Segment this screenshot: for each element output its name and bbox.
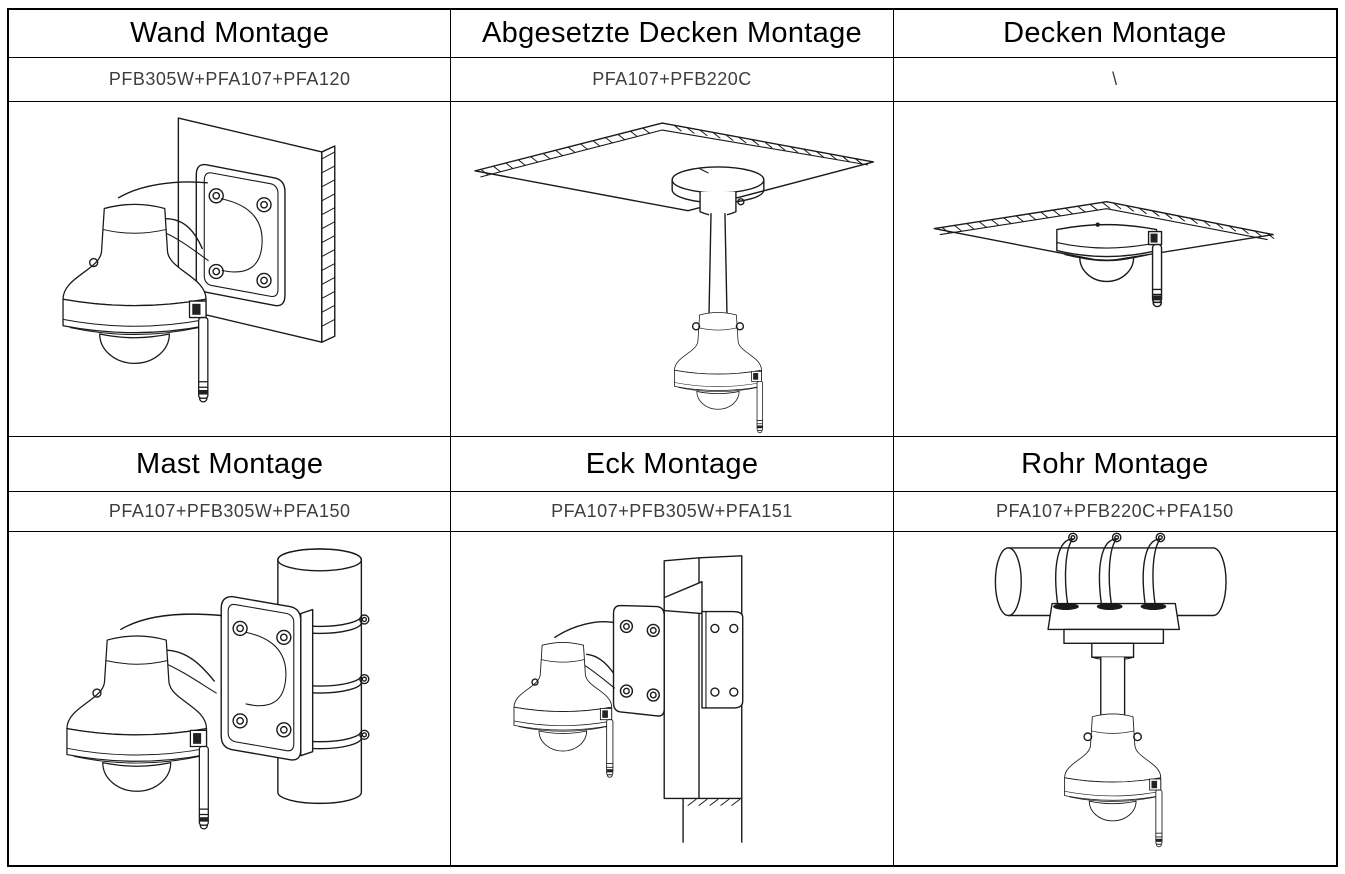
- plate-depth-edge: [300, 608, 314, 757]
- camera-base: [1055, 223, 1157, 258]
- camera-dome: [1078, 256, 1134, 283]
- mount-parts-corner: PFA107+PFB305W+PFA151: [451, 492, 894, 532]
- coupler-screw-left: [1083, 732, 1092, 742]
- mount-parts-mast: PFA107+PFB305W+PFA150: [9, 492, 452, 532]
- mounting-plate: [220, 595, 314, 761]
- bell-screw: [531, 678, 539, 686]
- coupler-screw-right: [736, 322, 745, 331]
- corner-bracket: [663, 581, 744, 709]
- floor-hatching: [687, 798, 741, 806]
- pendant-ceiling-mount-diagram: [474, 122, 875, 434]
- mounting-plate: [613, 604, 666, 717]
- dome-camera: [674, 312, 764, 434]
- mount-parts-pipe: PFA107+PFB220C+PFA150: [893, 492, 1336, 532]
- mount-title-corner: Eck Montage: [451, 437, 894, 492]
- mounting-options-table: Wand Montage Abgesetzte Decken Montage D…: [7, 8, 1338, 867]
- pole-mount-diagram: [66, 548, 370, 830]
- mount-title-wall: Wand Montage: [9, 10, 452, 58]
- plate-screws: [232, 620, 292, 738]
- bell-screw: [88, 257, 99, 268]
- junction-cylinder: [699, 191, 745, 217]
- pipe-straps: [1054, 532, 1165, 608]
- figure-ceiling-mount: [893, 102, 1336, 437]
- plate-screws: [620, 619, 661, 702]
- ceiling-hatching-right: [1112, 202, 1274, 239]
- mount-title-pipe: Rohr Montage: [893, 437, 1336, 492]
- mounting-plate: [195, 163, 286, 307]
- wall-hatching: [321, 151, 336, 327]
- dome-camera: [66, 635, 209, 830]
- mount-title-ceiling: Decken Montage: [893, 10, 1336, 58]
- plate-notch: [699, 168, 709, 174]
- figure-pendant-ceiling-mount: [451, 102, 894, 437]
- dome-camera: [513, 641, 614, 778]
- bell-screw: [92, 688, 102, 698]
- coupler-screw-left: [692, 322, 701, 331]
- figure-corner-mount: [451, 532, 894, 865]
- ceiling-mount-diagram: [933, 201, 1274, 308]
- wall-mount-diagram: [62, 117, 336, 403]
- mount-title-mast: Mast Montage: [9, 437, 452, 492]
- mount-parts-pendant-ceiling: PFA107+PFB220C: [451, 58, 894, 102]
- figure-pole-mount: [9, 532, 452, 865]
- coupler-screw-right: [1132, 732, 1142, 742]
- ceiling-panel: [474, 122, 875, 212]
- ceiling-hatching-left: [941, 202, 1111, 234]
- corner-mount-diagram: [513, 555, 744, 843]
- pipe-cylinder: [994, 547, 1227, 617]
- junction-screw: [737, 198, 745, 206]
- figure-pipe-mount: [893, 532, 1336, 865]
- ceiling-hatching-left: [480, 127, 651, 176]
- drop-pole: [708, 213, 728, 315]
- dome-camera: [1063, 713, 1163, 848]
- mount-parts-ceiling: \: [893, 58, 1336, 102]
- mount-plate: [1047, 602, 1180, 661]
- ceiling-hatching-right: [673, 124, 864, 165]
- base-screw: [1095, 222, 1100, 227]
- arm-boss-loop: [245, 631, 287, 707]
- strap-nuts: [1052, 603, 1167, 611]
- plate-screws: [208, 188, 272, 289]
- camera-arm: [554, 621, 616, 689]
- dome-camera: [1055, 222, 1162, 308]
- pipe-mount-diagram: [994, 532, 1227, 848]
- bracket-holes: [710, 623, 739, 697]
- figure-wall-mount: [9, 102, 452, 437]
- mount-title-pendant-ceiling: Abgesetzte Decken Montage: [451, 10, 894, 58]
- arm-boss-loop: [220, 198, 263, 273]
- drop-pole: [1099, 656, 1125, 716]
- mount-parts-wall: PFB305W+PFA107+PFA120: [9, 58, 452, 102]
- antenna: [1147, 230, 1162, 308]
